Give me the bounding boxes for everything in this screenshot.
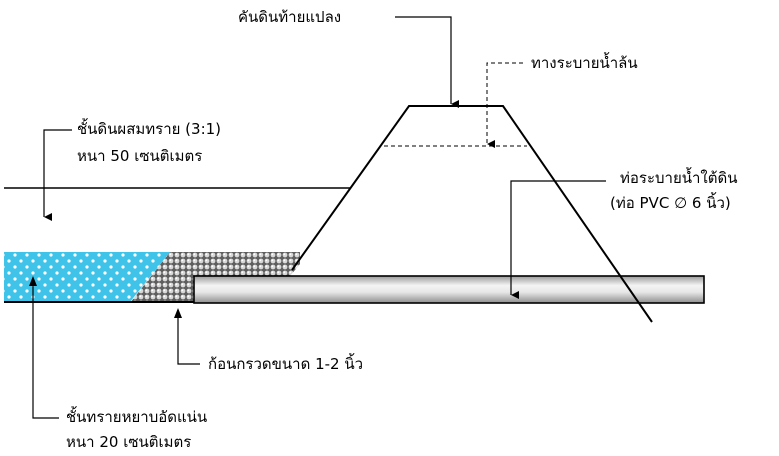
soil-layer-leader	[43, 129, 72, 221]
subsurface-drain-leader	[510, 180, 606, 299]
gravel-label: ก้อนกรวดขนาด 1-2 นิ้ว	[208, 353, 363, 373]
coarse-sand-layer	[4, 252, 170, 302]
gravel-leader	[177, 311, 200, 365]
sand-layer-label-line2: หนา 20 เซนติเมตร	[66, 433, 191, 451]
overflow-drain-label: ทางระบายน้ำล้น	[531, 52, 638, 72]
subsurface-drain-label-line2: (ท่อ PVC ∅ 6 นิ้ว)	[610, 192, 731, 212]
sand-layer-leader	[32, 279, 59, 419]
gravel-layer	[130, 252, 300, 303]
subsurface-drain-label-line1: ท่อระบายน้ำใต้ดิน	[620, 167, 737, 187]
embankment-label: คันดินท้ายแปลง	[238, 8, 341, 26]
soil-layer-label-line1: ชั้นดินผสมทราย (3:1)	[77, 118, 221, 138]
sand-layer-label-line1: ชั้นทรายหยาบอัดแน่น	[66, 406, 207, 426]
pvc-drain-pipe	[193, 275, 705, 304]
gravel-leader-arrowhead	[174, 308, 182, 318]
overflow-leader	[486, 62, 523, 148]
soil-layer-label-line2: หนา 50 เซนติเมตร	[77, 147, 202, 165]
sand-layer-leader-arrowhead	[29, 276, 37, 286]
embankment-leader	[395, 16, 459, 108]
